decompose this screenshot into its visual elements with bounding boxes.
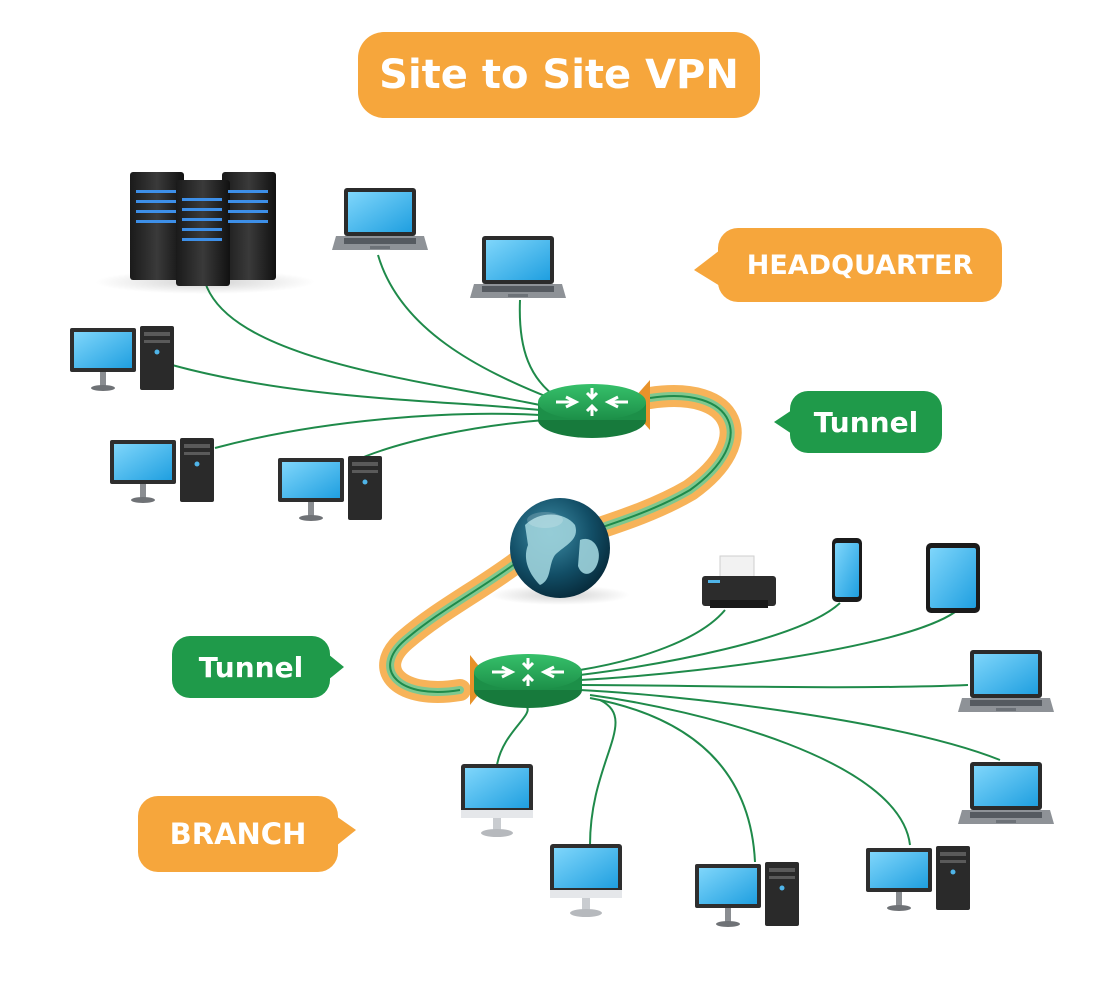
desktop-pc-icon — [110, 438, 214, 503]
router-icon — [472, 652, 584, 710]
laptop-icon — [470, 236, 566, 298]
laptop-icon — [332, 188, 428, 250]
tunnel-label-top: Tunnel — [790, 391, 942, 453]
headquarter-label: HEADQUARTER — [718, 228, 1002, 302]
laptop-icon — [958, 762, 1054, 824]
server-rack-icon — [130, 172, 276, 286]
monitor-icon — [550, 844, 622, 917]
tunnel-label-bottom: Tunnel — [172, 636, 330, 698]
branch-cables — [496, 602, 1001, 863]
desktop-pc-icon — [866, 846, 970, 911]
monitor-icon — [461, 764, 533, 837]
branch-label: BRANCH — [138, 796, 338, 872]
router-icon — [536, 382, 648, 440]
desktop-pc-icon — [695, 862, 799, 927]
tablet-icon — [926, 543, 980, 613]
smartphone-icon — [832, 538, 862, 602]
desktop-pc-icon — [70, 326, 174, 391]
laptop-icon — [958, 650, 1054, 712]
desktop-pc-icon — [278, 456, 382, 521]
diagram-title: Site to Site VPN — [358, 32, 760, 118]
globe-icon — [510, 498, 610, 598]
hq-cables — [171, 254, 561, 463]
printer-icon — [702, 555, 776, 608]
